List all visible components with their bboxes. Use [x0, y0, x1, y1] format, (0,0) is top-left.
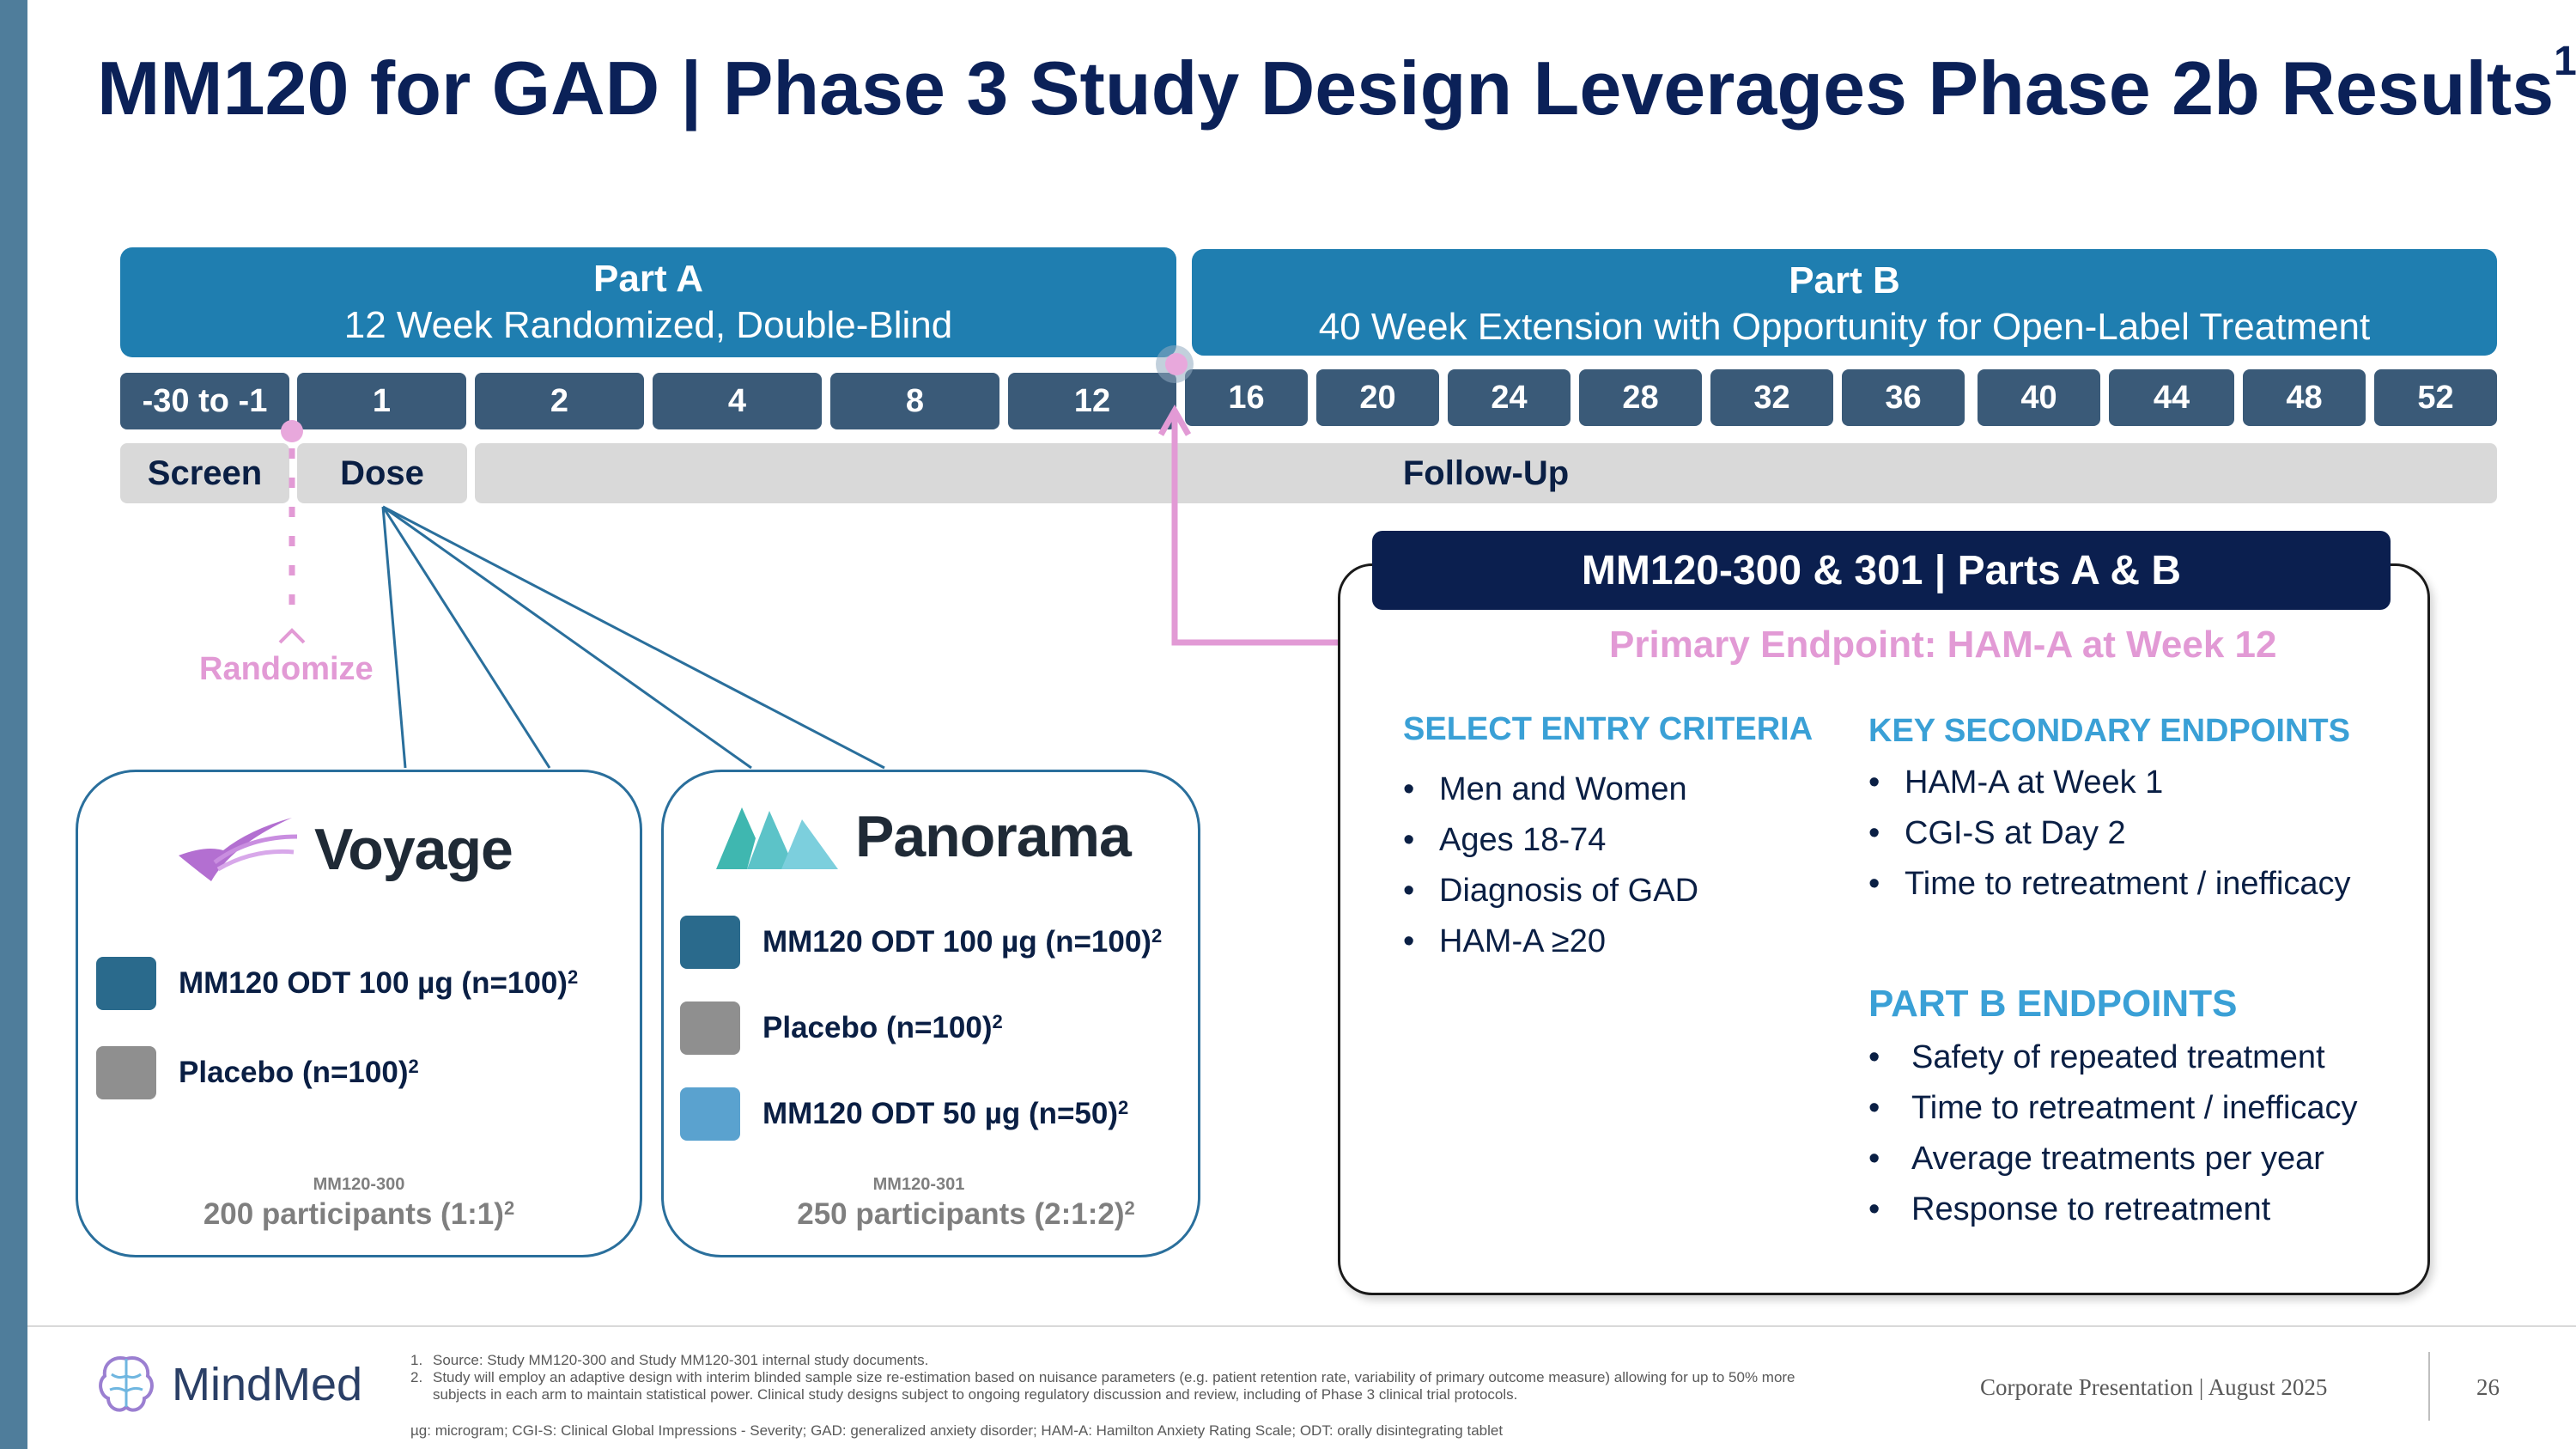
week-cell-12: 12 — [1008, 373, 1176, 429]
part-b-header: Part B 40 Week Extension with Opportunit… — [1192, 249, 2497, 356]
arm-label: Placebo (n=100)2 — [179, 1056, 419, 1089]
list-item: Average treatments per year — [1868, 1134, 2358, 1184]
page-title-text: MM120 for GAD | Phase 3 Study Design Lev… — [97, 46, 2555, 131]
panorama-logo: Panorama — [713, 801, 1132, 873]
voyage-wing-icon — [179, 818, 298, 881]
corporate-presentation-label: Corporate Presentation | August 2025 — [1980, 1374, 2328, 1400]
arm-label: MM120 ODT 50 µg (n=50)2 — [762, 1097, 1129, 1130]
arm-swatch — [680, 1087, 740, 1141]
panorama-peaks-icon — [716, 807, 838, 869]
week-cell-20: 20 — [1316, 369, 1439, 426]
phase-screen: Screen — [120, 443, 289, 503]
week-cell-8: 8 — [830, 373, 999, 429]
voyage-logo-text: Voyage — [314, 817, 513, 882]
dose-line-voyage-left — [381, 506, 407, 769]
week-cell-44: 44 — [2109, 369, 2234, 426]
left-accent-stripe — [0, 0, 27, 1449]
arm-swatch — [680, 1002, 740, 1055]
arm-swatch — [96, 957, 156, 1010]
week-cell-36: 36 — [1842, 369, 1965, 426]
week-cell-4: 4 — [653, 373, 822, 429]
entry-criteria-list: Men and Women Ages 18-74 Diagnosis of GA… — [1403, 764, 1698, 967]
week-cell-40: 40 — [1978, 369, 2100, 426]
phase-dose: Dose — [297, 443, 467, 503]
list-item: Time to retreatment / inefficacy — [1868, 1083, 2358, 1134]
part-a-description: 12 Week Randomized, Double-Blind — [343, 304, 953, 346]
list-item: Response to retreatment — [1868, 1184, 2358, 1235]
part-b-endpoints-heading: PART B ENDPOINTS — [1868, 983, 2238, 1025]
panorama-logo-text: Panorama — [855, 804, 1132, 869]
week-cell-2: 2 — [475, 373, 644, 429]
panorama-study-id: MM120-301 — [872, 1175, 965, 1194]
dose-line-panorama-left — [382, 505, 752, 770]
page-number: 26 — [2476, 1374, 2500, 1400]
randomize-label: Randomize — [199, 651, 374, 687]
list-item: Time to retreatment / inefficacy — [1868, 859, 2351, 910]
footnotes: 1.Source: Study MM120-300 and Study MM12… — [410, 1352, 1836, 1403]
week-cell-52: 52 — [2374, 369, 2497, 426]
voyage-arm-placebo: Placebo (n=100)2 — [96, 1046, 419, 1099]
entry-criteria-heading: SELECT ENTRY CRITERIA — [1403, 711, 1814, 747]
week-cell-screening: -30 to -1 — [120, 373, 289, 429]
list-item: CGI-S at Day 2 — [1868, 808, 2351, 859]
part-b-endpoints-list: Safety of repeated treatment Time to ret… — [1868, 1032, 2358, 1235]
list-item: Ages 18-74 — [1403, 815, 1698, 866]
part-a-name: Part A — [593, 258, 703, 300]
voyage-participants: 200 participants (1:1)2 — [203, 1197, 515, 1231]
arm-label: MM120 ODT 100 µg (n=100)2 — [179, 966, 579, 1000]
part-b-description: 40 Week Extension with Opportunity for O… — [1318, 306, 2371, 348]
arm-label: Placebo (n=100)2 — [762, 1011, 1003, 1044]
list-item: HAM-A ≥20 — [1403, 916, 1698, 967]
week-cell-1: 1 — [297, 373, 466, 429]
abbreviations: µg: microgram; CGI-S: Clinical Global Im… — [410, 1422, 1504, 1439]
week-cell-16: 16 — [1185, 369, 1308, 426]
brain-icon — [99, 1356, 154, 1412]
voyage-logo: Voyage — [172, 811, 513, 888]
part-b-name: Part B — [1789, 259, 1900, 301]
footer-vertical-divider — [2428, 1352, 2430, 1421]
footnote-1: 1.Source: Study MM120-300 and Study MM12… — [410, 1352, 929, 1368]
randomize-caret — [278, 628, 306, 644]
secondary-endpoints-list: HAM-A at Week 1 CGI-S at Day 2 Time to r… — [1868, 758, 2351, 910]
footer-divider-line — [27, 1325, 2576, 1327]
week-cell-32: 32 — [1710, 369, 1833, 426]
week-cell-24: 24 — [1448, 369, 1571, 426]
panorama-arm-mm120-50: MM120 ODT 50 µg (n=50)2 — [680, 1087, 1128, 1141]
outcomes-title: MM120-300 & 301 | Parts A & B — [1372, 531, 2391, 610]
voyage-study-box — [76, 770, 642, 1257]
dose-line-voyage-right — [381, 506, 551, 769]
week-cell-28: 28 — [1579, 369, 1702, 426]
week-cell-48: 48 — [2243, 369, 2366, 426]
phase-follow-up: Follow-Up — [475, 443, 2497, 503]
page-title: MM120 for GAD | Phase 3 Study Design Lev… — [97, 39, 2576, 132]
secondary-endpoints-heading: KEY SECONDARY ENDPOINTS — [1868, 713, 2350, 749]
list-item: Safety of repeated treatment — [1868, 1032, 2358, 1083]
list-item: HAM-A at Week 1 — [1868, 758, 2351, 808]
arm-swatch — [680, 916, 740, 969]
brand-name: MindMed — [172, 1359, 363, 1410]
voyage-arm-mm120-100: MM120 ODT 100 µg (n=100)2 — [96, 957, 578, 1010]
footnote-2: 2.Study will employ an adaptive design w… — [410, 1369, 1795, 1403]
panorama-arm-mm120-100: MM120 ODT 100 µg (n=100)2 — [680, 916, 1162, 969]
part-a-header: Part A 12 Week Randomized, Double-Blind — [120, 247, 1176, 357]
panorama-participants: 250 participants (2:1:2)2 — [797, 1197, 1135, 1231]
dose-line-panorama-right — [382, 505, 885, 770]
arm-label: MM120 ODT 100 µg (n=100)2 — [762, 925, 1163, 959]
arm-swatch — [96, 1046, 156, 1099]
voyage-study-id: MM120-300 — [313, 1175, 405, 1194]
title-footnote-ref: 1 — [2554, 39, 2576, 84]
mindmed-logo: MindMed — [96, 1350, 362, 1419]
list-item: Men and Women — [1403, 764, 1698, 815]
list-item: Diagnosis of GAD — [1403, 866, 1698, 916]
primary-endpoint-label: Primary Endpoint: HAM-A at Week 12 — [1609, 624, 2277, 666]
panorama-arm-placebo: Placebo (n=100)2 — [680, 1002, 1003, 1055]
